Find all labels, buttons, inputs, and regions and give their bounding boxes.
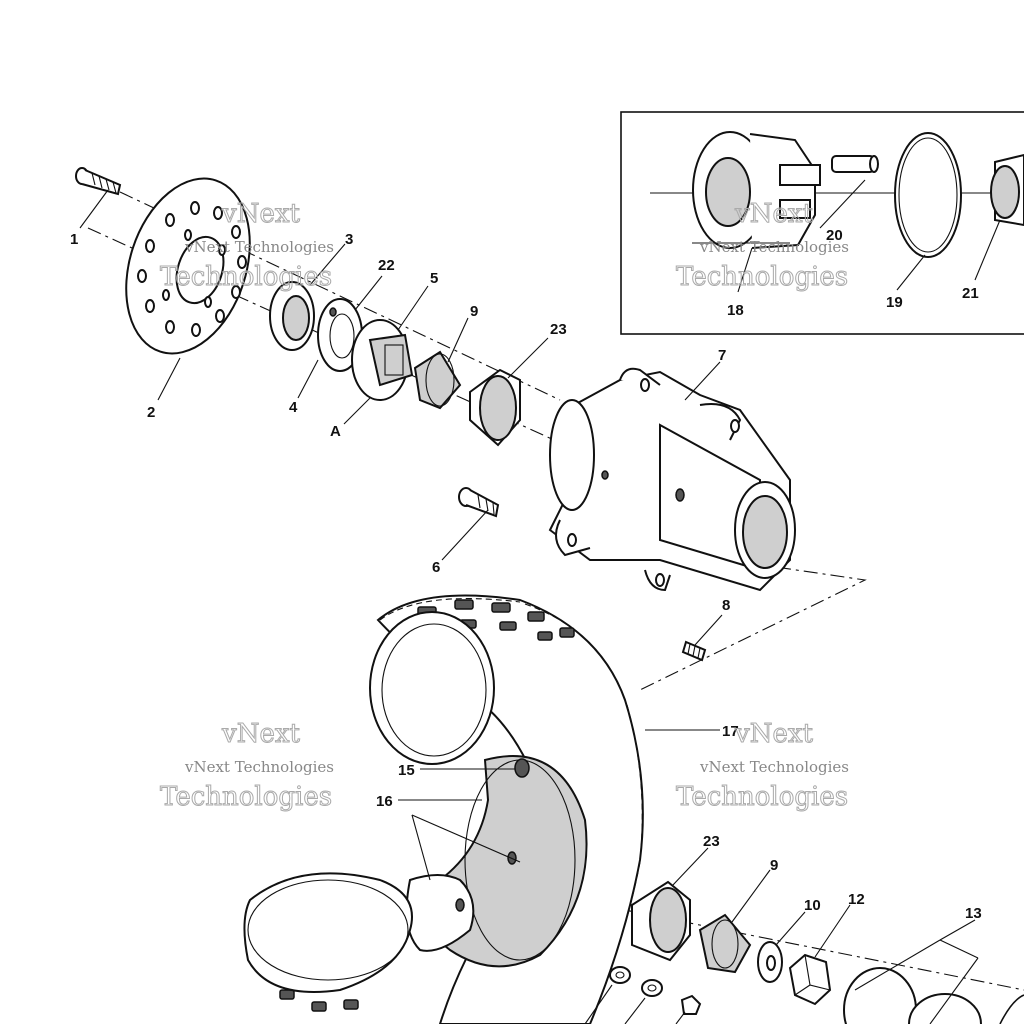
label-2: 2 bbox=[147, 404, 155, 421]
leader-23a bbox=[507, 337, 549, 379]
svg-text:vNext: vNext bbox=[734, 719, 813, 749]
part-21-nut bbox=[990, 153, 1024, 227]
leader-3 bbox=[309, 243, 346, 286]
label-19: 19 bbox=[886, 294, 903, 311]
svg-text:vNext Technologies: vNext Technologies bbox=[184, 758, 334, 776]
svg-text:Technologies: Technologies bbox=[676, 262, 848, 292]
leader-18 bbox=[737, 247, 753, 293]
part-23-race-lower bbox=[631, 880, 691, 962]
part-9-bearing-lower bbox=[698, 913, 752, 974]
label-21: 21 bbox=[962, 285, 979, 302]
watermark-top-left: vNext vNext Technologies Technologies bbox=[160, 199, 335, 293]
watermark-bottom-right: vNext vNext Technologies Technologies bbox=[676, 719, 850, 813]
part-7-hub bbox=[548, 367, 796, 592]
svg-text:vNext: vNext bbox=[734, 199, 813, 229]
label-20: 20 bbox=[826, 227, 843, 244]
leader-4 bbox=[297, 359, 319, 399]
label-4: 4 bbox=[289, 399, 298, 416]
leader-2 bbox=[157, 357, 181, 401]
svg-text:vNext Technologies: vNext Technologies bbox=[184, 238, 334, 256]
label-8: 8 bbox=[722, 597, 730, 614]
label-7: 7 bbox=[718, 347, 726, 364]
label-22: 22 bbox=[378, 257, 395, 274]
part-18-lock-collar bbox=[692, 131, 821, 249]
leader-A bbox=[343, 397, 371, 425]
label-1: 1 bbox=[70, 231, 78, 248]
part-23-race-upper bbox=[469, 368, 521, 447]
leader-5 bbox=[397, 285, 429, 331]
part-20-pin bbox=[831, 155, 879, 173]
part-13-rings bbox=[843, 967, 1024, 1024]
label-9-upper: 9 bbox=[470, 303, 478, 320]
label-23-lower: 23 bbox=[703, 833, 720, 850]
label-A: A bbox=[330, 423, 341, 440]
svg-text:vNext Technologies: vNext Technologies bbox=[699, 238, 849, 256]
leader-20 bbox=[819, 179, 866, 229]
leader-12 bbox=[814, 904, 851, 958]
part-16-rim-outer bbox=[243, 872, 413, 993]
leader-6 bbox=[441, 509, 489, 561]
label-15: 15 bbox=[398, 762, 415, 779]
part-6-stud bbox=[458, 487, 500, 518]
label-6: 6 bbox=[432, 559, 440, 576]
label-10: 10 bbox=[804, 897, 821, 914]
svg-text:vNext: vNext bbox=[221, 719, 300, 749]
label-17: 17 bbox=[722, 723, 739, 740]
inset-frame bbox=[620, 111, 1024, 335]
label-23-upper: 23 bbox=[550, 321, 567, 338]
watermark-bottom-left: vNext vNext Technologies Technologies bbox=[160, 719, 335, 813]
leader-19 bbox=[896, 254, 926, 291]
part-16-rim bbox=[405, 755, 588, 968]
label-5: 5 bbox=[430, 270, 438, 287]
part-5-bearing-cone bbox=[351, 319, 414, 401]
leader-1 bbox=[79, 189, 109, 229]
leader-13 bbox=[939, 919, 976, 941]
inset-detail bbox=[620, 111, 1024, 335]
svg-text:vNext Technologies: vNext Technologies bbox=[699, 758, 849, 776]
part-10-washer bbox=[757, 941, 783, 983]
part-3-seal bbox=[269, 281, 315, 351]
leader-23b bbox=[671, 847, 709, 887]
part-8-screw bbox=[681, 640, 707, 662]
part-15-valve bbox=[514, 758, 530, 778]
watermark-top-right: vNext vNext Technologies Technologies bbox=[676, 199, 850, 293]
svg-text:Technologies: Technologies bbox=[160, 782, 332, 812]
label-12: 12 bbox=[848, 891, 865, 908]
leader-22 bbox=[354, 275, 383, 311]
leader-8 bbox=[694, 614, 723, 646]
leader-9b bbox=[731, 869, 771, 923]
part-9-bearing-upper bbox=[413, 350, 462, 410]
leader-9a bbox=[447, 317, 469, 363]
label-9-lower: 9 bbox=[770, 857, 778, 874]
part-19-o-ring bbox=[894, 132, 962, 258]
axis-centerline bbox=[87, 227, 621, 471]
watermark: vNext vNext Technologies Technologies vN… bbox=[160, 199, 850, 813]
svg-text:Technologies: Technologies bbox=[676, 782, 848, 812]
label-18: 18 bbox=[727, 302, 744, 319]
svg-text:vNext: vNext bbox=[221, 199, 300, 229]
leader-7 bbox=[684, 361, 721, 401]
lower-small-fasteners bbox=[609, 966, 702, 1015]
svg-text:Technologies: Technologies bbox=[160, 262, 332, 292]
part-12-nut bbox=[788, 953, 832, 1006]
leader-21 bbox=[974, 219, 1001, 281]
part-2-plate bbox=[125, 177, 251, 355]
label-3: 3 bbox=[345, 231, 353, 248]
leader-10 bbox=[775, 911, 806, 946]
label-13: 13 bbox=[965, 905, 982, 922]
part-1-bolt bbox=[75, 167, 122, 196]
label-16: 16 bbox=[376, 793, 393, 810]
callout-labels: 1 2 3 4 5 6 7 8 9 9 10 12 13 15 16 17 18… bbox=[70, 227, 982, 922]
